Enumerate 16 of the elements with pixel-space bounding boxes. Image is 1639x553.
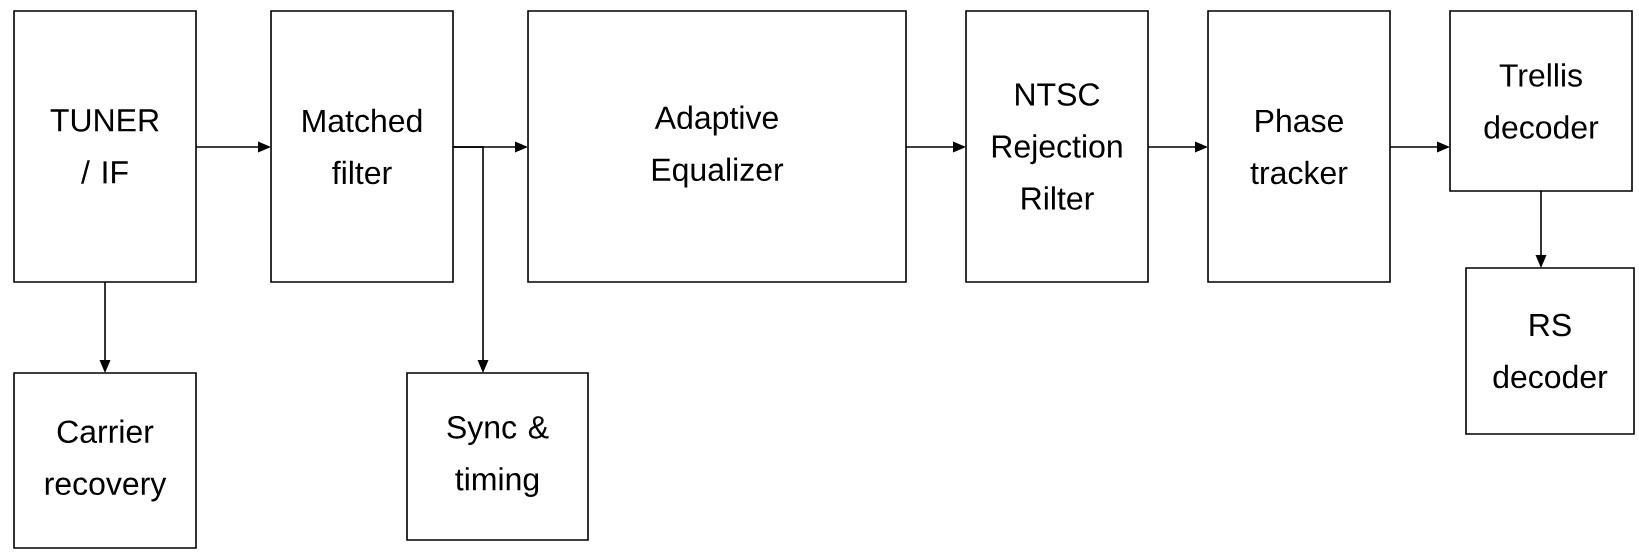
arrow — [1535, 190, 1547, 268]
arrow — [905, 141, 966, 153]
block-box: Carrier recovery — [13, 372, 197, 549]
block-box: TUNER / IF — [13, 10, 197, 283]
block-box: NTSC Rejection Rilter — [965, 10, 1149, 283]
arrow — [195, 141, 271, 153]
arrow — [1389, 141, 1450, 153]
arrow — [99, 281, 111, 373]
block-box: Adaptive Equalizer — [527, 10, 907, 283]
arrow — [1147, 141, 1208, 153]
arrow — [452, 146, 489, 373]
block-box: Sync & timing — [406, 372, 589, 541]
block-box: RS decoder — [1465, 267, 1635, 435]
block-box: Matched filter — [270, 10, 454, 283]
block-box: Phase tracker — [1207, 10, 1391, 283]
block-box: Trellis decoder — [1449, 10, 1633, 192]
